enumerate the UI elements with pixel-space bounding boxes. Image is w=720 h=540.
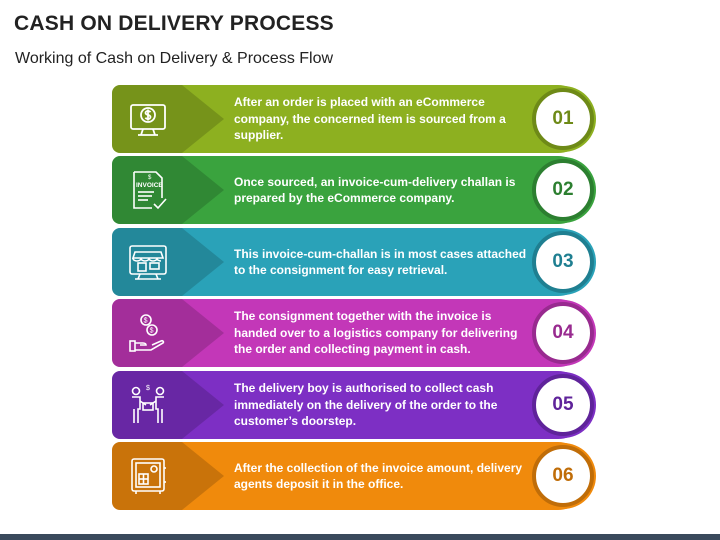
page-subtitle: Working of Cash on Delivery & Process Fl… [15, 50, 334, 67]
step-number-badge: 04 [532, 302, 594, 364]
step-band [112, 442, 588, 510]
step-text: After the collection of the invoice amou… [234, 460, 523, 492]
storefront-icon [126, 240, 170, 284]
invoice-icon-label: INVOICE [136, 182, 163, 189]
step-band [112, 299, 588, 367]
step-3: This invoice-cum-challan is in most case… [112, 228, 594, 296]
hand-coins-icon: $ $ [126, 311, 170, 355]
step-number-badge: 06 [532, 445, 594, 507]
step-4: $ $ The consignment together with the in… [112, 299, 594, 367]
step-band [112, 228, 588, 296]
step-2: INVOICE $ Once sourced, an invoice-cum-d… [112, 156, 594, 224]
step-band [112, 85, 588, 153]
step-5: $ The delivery boy is authorised to coll… [112, 371, 594, 439]
step-text: This invoice-cum-challan is in most case… [234, 246, 527, 278]
svg-text:$: $ [144, 318, 148, 325]
svg-text:$: $ [150, 328, 154, 335]
step-number-badge: 02 [532, 159, 594, 221]
safe-icon [126, 454, 170, 498]
delivery-handover-icon: $ [126, 383, 170, 427]
step-number-badge: 05 [532, 374, 594, 436]
svg-text:$: $ [148, 175, 152, 181]
monitor-dollar-icon [126, 97, 170, 141]
step-text: The delivery boy is authorised to collec… [234, 381, 498, 429]
step-number-badge: 03 [532, 231, 594, 293]
step-band [112, 371, 588, 439]
step-text: After an order is placed with an eCommer… [234, 95, 506, 143]
page-title: CASH ON DELIVERY PROCESS [14, 12, 334, 35]
svg-text:$: $ [146, 385, 150, 392]
step-text: Once sourced, an invoice-cum-delivery ch… [234, 174, 516, 206]
step-1: After an order is placed with an eCommer… [112, 85, 594, 153]
step-text: The consignment together with the invoic… [234, 309, 518, 357]
footer-bar [0, 534, 720, 540]
invoice-icon: INVOICE $ [126, 168, 170, 212]
step-number-badge: 01 [532, 88, 594, 150]
step-6: After the collection of the invoice amou… [112, 442, 594, 510]
step-band [112, 156, 588, 224]
